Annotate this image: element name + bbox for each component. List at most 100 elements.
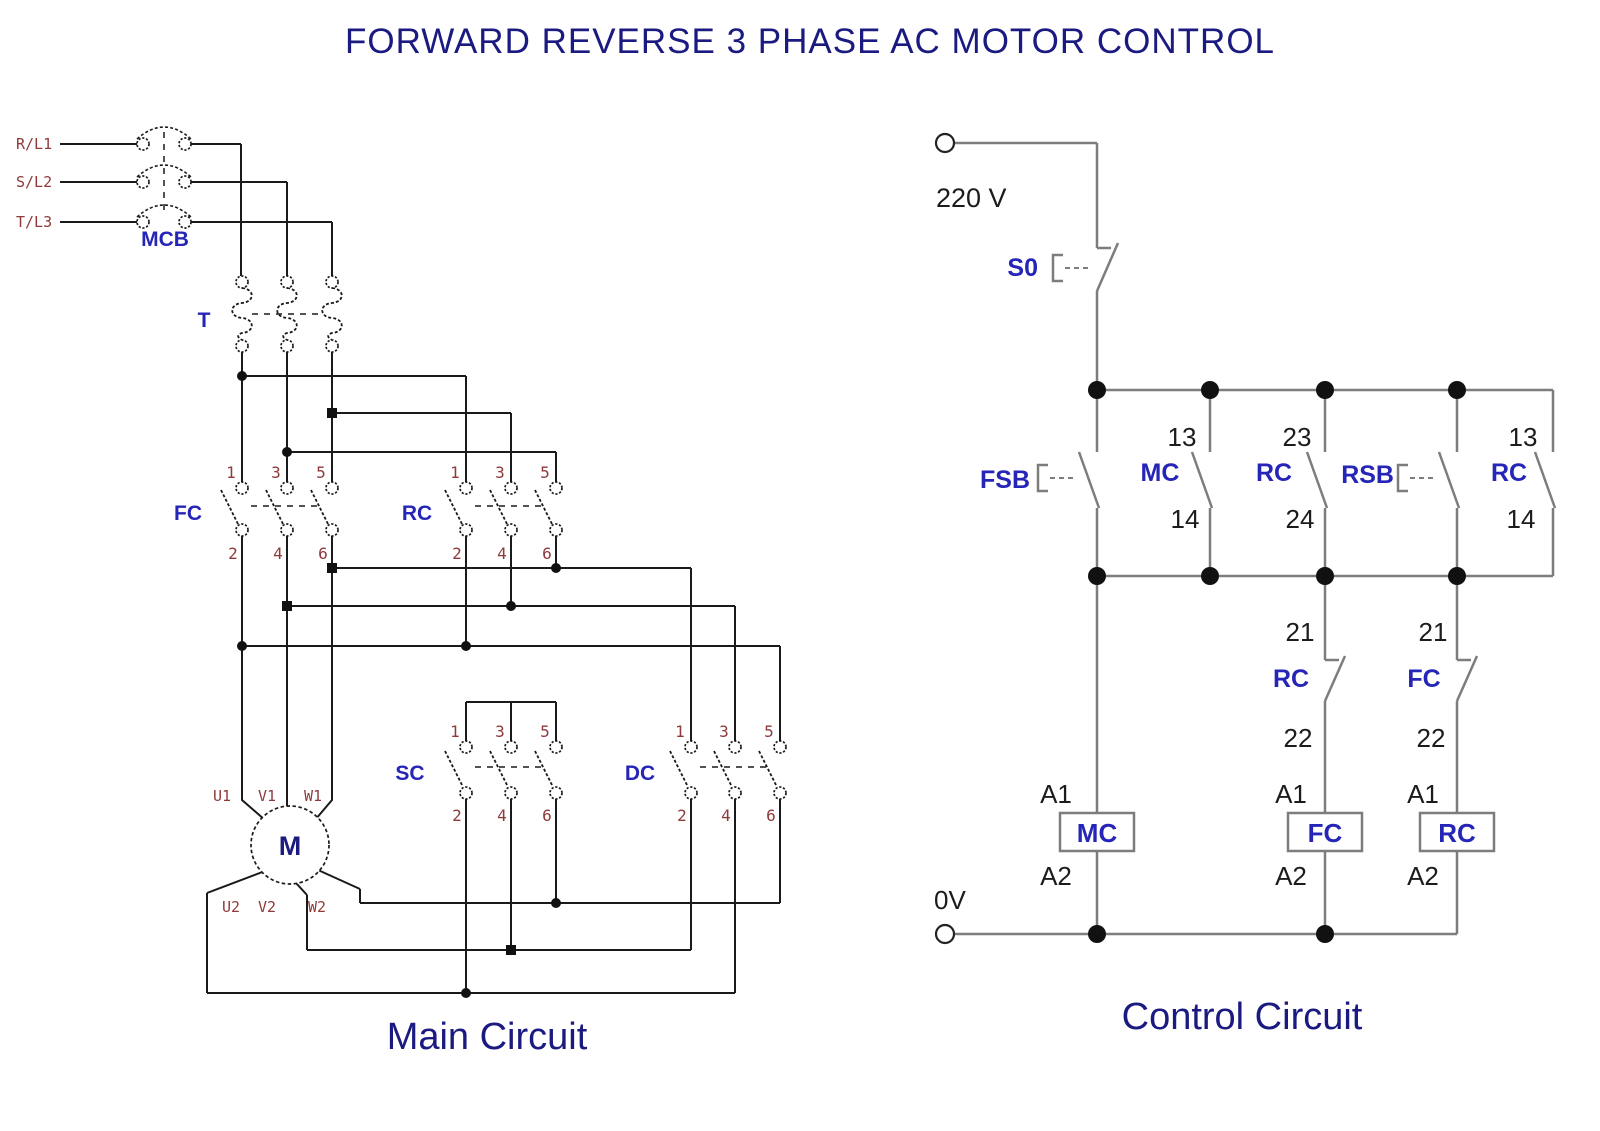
terminal-number: 3 [495,722,505,741]
terminal-number: 3 [719,722,729,741]
junction-dot [1316,567,1334,585]
sc-label: SC [395,762,424,785]
coil-fc: FC [1286,811,1364,853]
page-title: FORWARD REVERSE 3 PHASE AC MOTOR CONTROL [345,22,1275,61]
junction-dot [282,447,292,457]
contact-blade [444,489,553,525]
mcb-label: MCB [141,228,189,251]
zero-volt-label: 0V [934,885,966,915]
pushbutton-bracket [1036,253,1408,493]
wire [954,141,1555,936]
contactor-sc: SC 1 3 5 2 4 6 [395,701,563,825]
main-circuit-caption: Main Circuit [387,1016,588,1058]
mcb-breaker: MCB [60,126,333,276]
terminal-number: 3 [271,463,281,482]
junction-dot [461,641,471,651]
terminal [459,740,473,754]
coil-terminal-label: A1 [1275,779,1307,809]
rc-aux-contact-label: RC [1256,459,1292,487]
overload-t: T [198,275,343,353]
terminal [280,523,294,537]
contact-number: 21 [1419,617,1448,647]
junction-dot [1448,567,1466,585]
terminal-number: 6 [542,544,552,563]
contactor-fc: FC 1 3 5 2 4 6 [174,463,339,563]
motor-body [250,805,330,885]
terminal-number: 4 [721,806,731,825]
contact-blade [220,489,329,525]
terminal [684,786,698,800]
contact-blade [1077,242,1557,702]
motor-letter: M [279,831,302,861]
terminal [504,481,518,495]
terminal-number: 5 [540,463,550,482]
coil-terminal-label: A2 [1040,861,1072,891]
terminal [235,481,249,495]
contact-number: 23 [1283,422,1312,452]
phase-label-t-l3: T/L3 [16,213,52,231]
terminal-number: 6 [542,806,552,825]
contact-number: 22 [1417,723,1446,753]
contact-number: 13 [1168,422,1197,452]
stop-button-label: S0 [1007,254,1038,282]
contact-number: 24 [1286,504,1315,534]
terminal [549,740,563,754]
contact-number: 21 [1286,617,1315,647]
terminal-number: 4 [497,806,507,825]
junction-dot [1448,381,1466,399]
wire [60,143,333,276]
terminal [459,523,473,537]
supply-terminal-220v [934,132,956,154]
control-circuit: MC FC RC 220 V 0V S0 FSB RSB MC 13 14 RC… [934,132,1557,1038]
coil-terminal-label: A2 [1275,861,1307,891]
terminal [504,740,518,754]
junction-dot [551,898,561,908]
terminal-number: 1 [450,722,460,741]
terminal [136,175,150,189]
junction-dot [461,988,471,998]
forward-start-button-label: FSB [980,466,1030,494]
terminal [773,740,787,754]
junction-dot [1316,381,1334,399]
contact-number: 22 [1284,723,1313,753]
coil-label: FC [1308,818,1343,848]
terminal-number: 1 [675,722,685,741]
junction-dot [1201,381,1219,399]
rc-interlock-contact-label: RC [1273,665,1309,693]
terminal [325,275,339,289]
terminal [280,481,294,495]
junction-dot [1088,567,1106,585]
terminal [684,740,698,754]
contact-number: 14 [1507,504,1536,534]
terminal [178,215,192,229]
terminal [235,275,249,289]
terminal-number: 1 [450,463,460,482]
junction-dot [327,563,337,573]
coil-mc: MC [1058,811,1136,853]
terminal-number: 4 [497,544,507,563]
contactor-dc: DC 1 3 5 2 4 6 [625,722,787,825]
terminal [136,137,150,151]
terminal [459,786,473,800]
terminal [728,740,742,754]
terminal [325,523,339,537]
output-crossover-wiring [237,536,781,821]
contactor-rc: RC 1 3 5 2 4 6 [402,463,563,563]
junction-dot [506,601,516,611]
terminal [325,339,339,353]
terminal [325,481,339,495]
contact-number: 13 [1509,422,1538,452]
terminal-number: 4 [273,544,283,563]
coil-box [1418,811,1496,853]
motor-terminal-label: W2 [308,898,326,916]
motor-terminal-label: V1 [258,787,276,805]
rc-aux-contact-label: RC [1491,459,1527,487]
terminal-number: 1 [226,463,236,482]
terminal [728,786,742,800]
terminal [549,523,563,537]
terminal-number: 3 [495,463,505,482]
overload-coil [231,287,343,341]
terminal [549,786,563,800]
junction-dot [1201,567,1219,585]
